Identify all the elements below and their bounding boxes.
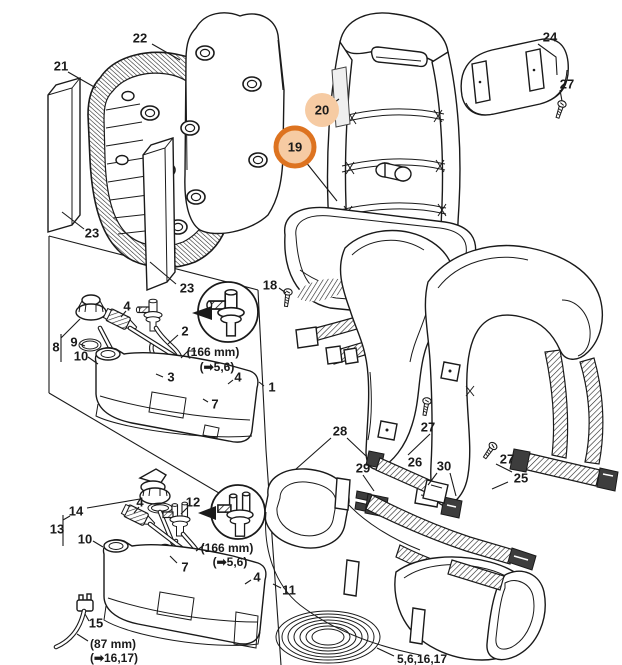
callout-1-17[interactable]: 1: [268, 380, 275, 395]
highlight-part-20: [305, 93, 339, 127]
belt-end-loop: [447, 559, 546, 661]
callout-4-24[interactable]: 4: [253, 570, 261, 585]
hip-belt: [264, 450, 546, 661]
highlight-layer: [273, 93, 339, 169]
back-plate-22: [180, 12, 285, 235]
detail-inset-upper: [192, 281, 259, 343]
callout-9-10[interactable]: 9: [70, 335, 77, 350]
hose-coil: [275, 610, 381, 664]
screw-27-strap: [419, 396, 433, 417]
headrest-pad-24: [460, 38, 569, 116]
callout-15-25[interactable]: 15: [89, 616, 103, 631]
callout-12-22[interactable]: 12: [186, 495, 200, 510]
callout-10-20[interactable]: 10: [78, 532, 92, 547]
callout-21-0[interactable]: 21: [54, 59, 68, 74]
annotation-2: (166 mm): [201, 541, 254, 555]
callout-18-4[interactable]: 18: [263, 278, 277, 293]
screw-27-headrest: [552, 99, 568, 120]
callout-7-23[interactable]: 7: [181, 560, 188, 575]
highlight-part-19: [273, 125, 317, 169]
annotation-4: (87 mm): [90, 637, 136, 651]
callout-10-11[interactable]: 10: [74, 349, 88, 364]
tank-assembly-lower: [53, 468, 267, 650]
strap-26: [365, 450, 449, 504]
screw-27-belt: [480, 440, 499, 461]
callout-24-7[interactable]: 24: [543, 30, 558, 45]
annotation-5: (➡16,17): [90, 651, 138, 665]
callout-4-12[interactable]: 4: [123, 299, 131, 314]
callout-26-30[interactable]: 26: [408, 455, 422, 470]
callout-14-19[interactable]: 14: [69, 504, 84, 519]
elbow-fitting-15: [53, 593, 94, 650]
callout-20-5[interactable]: 20: [315, 103, 329, 118]
foam-strip-23-left: [47, 77, 81, 233]
callout-27-32[interactable]: 27: [500, 452, 514, 467]
callout-30-31[interactable]: 30: [437, 459, 451, 474]
callout-11-26[interactable]: 11: [282, 583, 296, 598]
foam-strip-23-right: [142, 137, 176, 292]
detail-inset-lower: [198, 484, 266, 540]
callout-23-3[interactable]: 23: [180, 281, 194, 296]
shoulder-strap-right: [424, 244, 604, 507]
callout-23-2[interactable]: 23: [85, 226, 99, 241]
callout-4-16[interactable]: 4: [234, 370, 242, 385]
callout-4-21[interactable]: 4: [136, 495, 144, 510]
callout-25-33[interactable]: 25: [514, 471, 528, 486]
callout-13-18[interactable]: 13: [50, 522, 64, 537]
callout-27-8[interactable]: 27: [560, 77, 574, 92]
callout-27-29[interactable]: 27: [421, 420, 435, 435]
callout-7-15[interactable]: 7: [211, 397, 218, 412]
webbing-straps-lower: [509, 448, 619, 492]
callout-29-28[interactable]: 29: [356, 461, 370, 476]
callout-22-1[interactable]: 22: [133, 31, 147, 46]
callout-19-6[interactable]: 19: [288, 140, 302, 155]
annotation-3: (➡5,6): [213, 555, 248, 569]
tank-assembly-upper: [75, 294, 259, 443]
callout-2-13[interactable]: 2: [181, 324, 188, 339]
callout-8-9[interactable]: 8: [52, 340, 59, 355]
annotation-1: (➡5,6): [200, 360, 235, 374]
callout-28-27[interactable]: 28: [333, 424, 347, 439]
callout-3-14[interactable]: 3: [167, 370, 174, 385]
leader-lines: [60, 43, 563, 657]
annotation-6: 5,6,16,17: [397, 652, 447, 665]
annotation-0: (166 mm): [187, 345, 240, 359]
